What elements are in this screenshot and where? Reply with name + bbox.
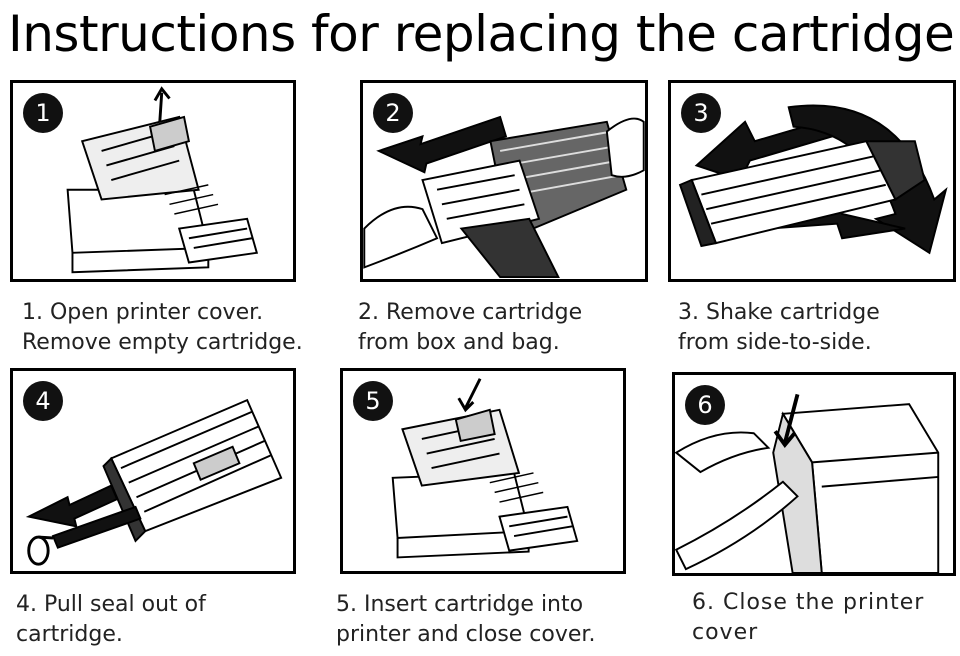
step-2-badge: 2 xyxy=(373,93,413,133)
step-5-caption: 5. Insert cartridge into printer and clo… xyxy=(336,592,596,647)
close-printer-cover-icon xyxy=(675,393,940,573)
step-6-caption: 6. Close the printer cover xyxy=(692,590,925,645)
remove-cartridge-icon xyxy=(363,115,645,279)
page-title: Instructions for replacing the cartridge xyxy=(8,5,955,63)
step-6-badge: 6 xyxy=(685,385,725,425)
step-2-illustration: 2 xyxy=(360,80,648,282)
step-1-caption: 1. Open printer cover. Remove empty cart… xyxy=(22,300,303,355)
pull-seal-icon xyxy=(25,398,283,566)
step-4-illustration: 4 xyxy=(10,368,296,574)
insert-cartridge-icon xyxy=(391,378,579,559)
step-4-badge: 4 xyxy=(23,381,63,421)
step-1-badge: 1 xyxy=(23,93,63,133)
step-1-illustration: 1 xyxy=(10,80,296,282)
step-2-caption: 2. Remove cartridge from box and bag. xyxy=(358,300,583,355)
step-3-caption: 3. Shake cartridge from side-to-side. xyxy=(678,300,880,355)
step-3-badge: 3 xyxy=(681,93,721,133)
step-5-badge: 5 xyxy=(353,381,393,421)
step-3-illustration: 3 xyxy=(668,80,956,282)
open-printer-icon xyxy=(66,86,259,274)
step-6-illustration: 6 xyxy=(672,372,956,576)
step-4-caption: 4. Pull seal out of cartridge. xyxy=(16,592,206,647)
step-5-illustration: 5 xyxy=(340,368,626,574)
shake-cartridge-icon xyxy=(678,104,948,255)
